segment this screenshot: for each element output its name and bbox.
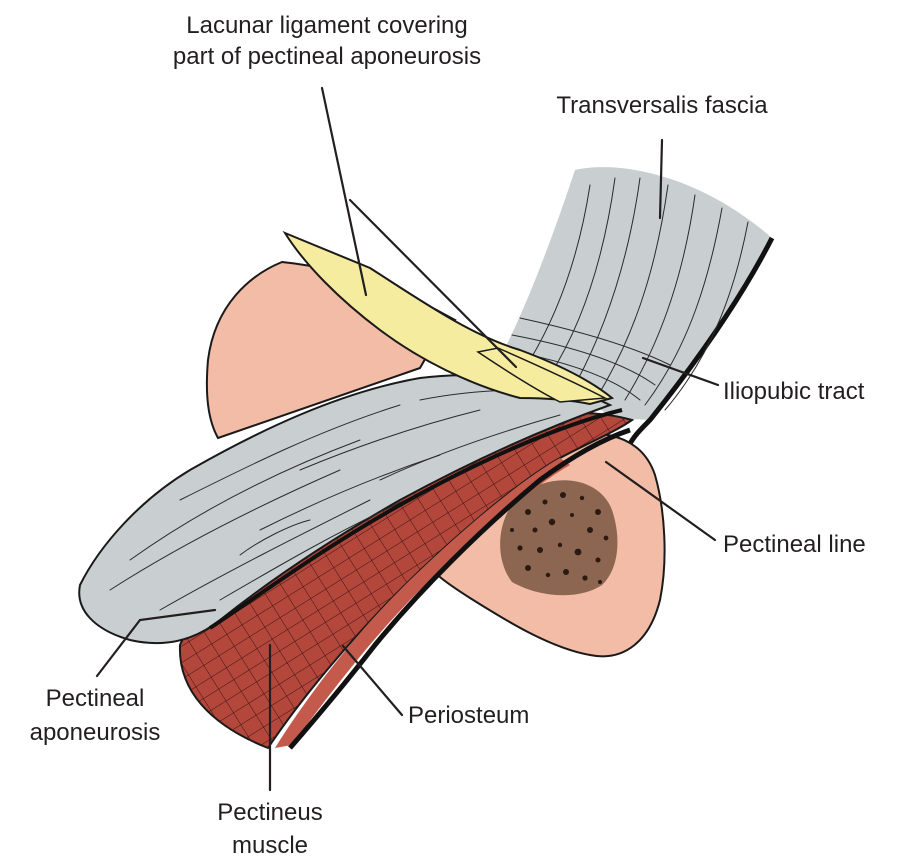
label-lacunar-line2: part of pectineal aponeurosis <box>173 43 481 70</box>
label-iliopubic-tract: Iliopubic tract <box>723 378 865 405</box>
leader-periosteum <box>343 646 402 715</box>
label-pectineal-aponeurosis-line2: aponeurosis <box>30 719 161 746</box>
label-pectineal-aponeurosis-line1: Pectineal <box>46 685 145 712</box>
label-pectineal-line: Pectineal line <box>723 531 866 558</box>
label-transversalis-fascia: Transversalis fascia <box>556 92 768 119</box>
label-pectineus-line2: muscle <box>232 832 308 859</box>
label-pectineus-line1: Pectineus <box>217 799 322 826</box>
label-periosteum: Periosteum <box>408 702 529 729</box>
label-lacunar-line1: Lacunar ligament covering <box>186 12 468 39</box>
